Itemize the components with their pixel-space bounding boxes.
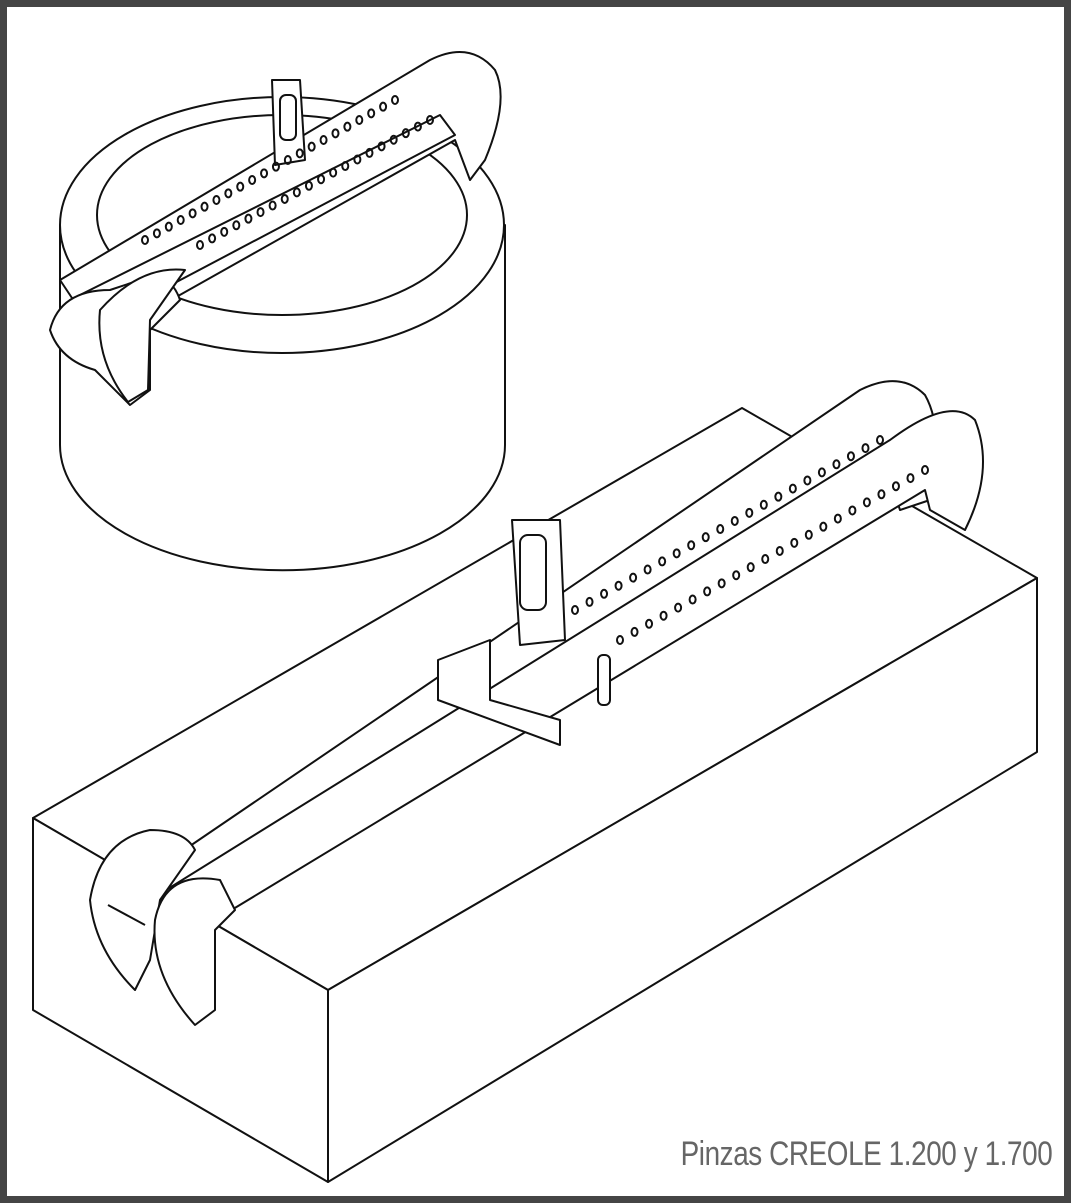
adjustment-hole	[861, 443, 870, 454]
adjustment-hole	[585, 596, 594, 607]
adjustment-hole	[790, 537, 799, 548]
adjustment-hole	[804, 529, 813, 540]
adjustment-hole	[200, 201, 209, 212]
adjustment-hole	[307, 141, 316, 152]
adjustment-hole	[260, 168, 269, 179]
adjustment-hole	[268, 200, 277, 211]
adjustment-hole	[774, 491, 783, 502]
adjustment-hole	[716, 524, 725, 535]
adjustment-hole	[188, 208, 197, 219]
adjustment-hole	[862, 497, 871, 508]
adjustment-hole	[775, 545, 784, 556]
adjustment-hole	[236, 181, 245, 192]
adjustment-hole	[343, 121, 352, 132]
adjustment-hole	[280, 193, 289, 204]
adjustment-hole	[304, 180, 313, 191]
adjustment-hole	[295, 148, 304, 159]
adjustment-hole	[730, 515, 739, 526]
adjustment-hole	[819, 521, 828, 532]
adjustment-hole	[746, 562, 755, 573]
adjustment-hole	[196, 240, 204, 250]
adjustment-hole	[176, 215, 185, 225]
adjustment-hole	[571, 605, 579, 615]
adjustment-hole	[921, 465, 929, 475]
adjustment-hole	[244, 213, 253, 224]
adjustment-hole	[732, 570, 741, 581]
adjustment-hole	[232, 220, 241, 231]
adjustment-hole	[164, 221, 173, 232]
adjustment-hole	[629, 572, 638, 583]
adjustment-hole	[877, 489, 886, 500]
adjustment-hole	[141, 235, 149, 245]
adjustment-hole	[224, 188, 233, 199]
adjustment-hole	[355, 115, 364, 125]
adjustment-hole	[761, 554, 770, 565]
adjustment-hole	[616, 635, 624, 645]
adjustment-hole	[848, 505, 857, 516]
adjustment-hole	[413, 121, 422, 132]
adjustment-hole	[212, 195, 221, 205]
adjustment-hole	[745, 507, 754, 518]
adjustment-hole	[367, 108, 376, 119]
adjustment-hole	[389, 134, 398, 145]
adjustment-hole	[688, 594, 697, 605]
adjustment-hole	[319, 135, 328, 145]
adjustment-hole	[659, 610, 668, 621]
adjustment-hole	[703, 586, 712, 597]
adjustment-hole	[788, 483, 797, 494]
adjustment-hole	[687, 540, 696, 551]
adjustment-hole	[391, 95, 399, 105]
adjustment-hole	[256, 207, 265, 218]
adjustment-hole	[876, 435, 884, 445]
large-clamp	[89, 380, 984, 1026]
adjustment-hole	[658, 556, 667, 567]
adjustment-hole	[600, 588, 609, 599]
adjustment-hole	[674, 602, 683, 613]
adjustment-hole	[832, 459, 841, 470]
adjustment-hole	[329, 167, 338, 178]
adjustment-hole	[365, 147, 374, 158]
adjustment-hole	[220, 226, 229, 237]
adjustment-hole	[248, 175, 257, 185]
adjustment-hole	[401, 128, 410, 139]
adjustment-hole	[292, 187, 301, 198]
adjustment-hole	[672, 548, 681, 559]
adjustment-hole	[846, 451, 855, 462]
adjustment-hole	[353, 154, 362, 165]
adjustment-hole	[645, 618, 654, 629]
adjustment-hole	[643, 564, 652, 575]
adjustment-hole	[630, 626, 639, 637]
adjustment-hole	[701, 532, 710, 543]
adjustment-hole	[817, 467, 826, 478]
adjustment-hole	[283, 155, 292, 165]
small-clamp	[49, 51, 502, 406]
adjustment-hole	[271, 161, 280, 172]
adjustment-hole	[833, 513, 842, 524]
adjustment-hole	[717, 578, 726, 589]
adjustment-hole	[891, 481, 900, 492]
adjustment-hole	[614, 580, 623, 591]
adjustment-hole	[341, 161, 350, 172]
adjustment-hole	[803, 475, 812, 486]
adjustment-hole	[377, 141, 386, 152]
adjustment-hole	[208, 233, 217, 244]
adjustment-hole	[906, 473, 915, 484]
adjustment-hole	[379, 101, 388, 112]
adjustment-hole	[331, 128, 340, 139]
adjustment-hole	[152, 228, 161, 239]
adjustment-hole	[426, 115, 434, 125]
caption: Pinzas CREOLE 1.200 y 1.700	[680, 1135, 1052, 1173]
adjustment-hole	[759, 499, 768, 510]
adjustment-hole	[317, 174, 326, 185]
